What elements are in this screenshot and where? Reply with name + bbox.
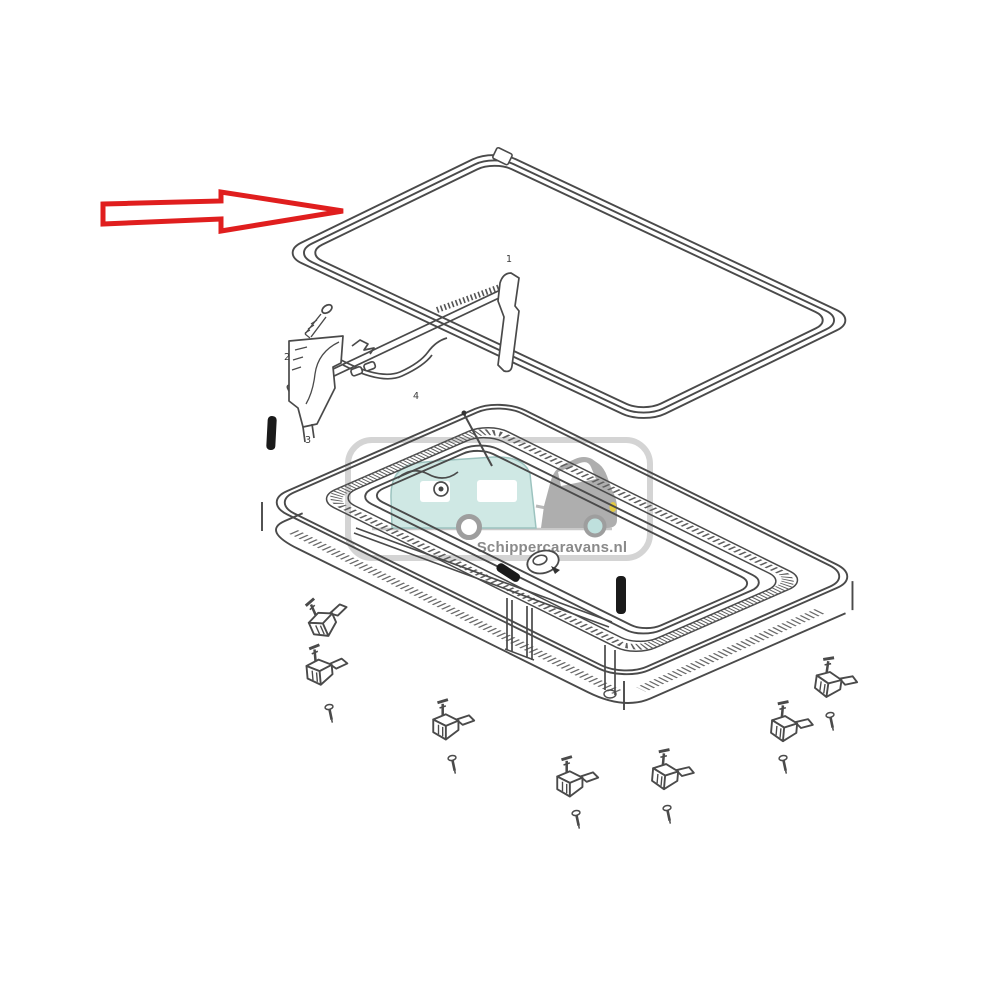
roller-left (350, 365, 364, 377)
hinge-pin-rod (463, 413, 493, 467)
bracket-left-curve (305, 341, 340, 405)
base-frame (231, 398, 893, 710)
small-clip-part (351, 339, 375, 355)
screw-part (304, 303, 333, 339)
corner-pin-right (616, 576, 626, 614)
frame-skirt-edge (262, 434, 846, 710)
caravan-wheel (456, 514, 482, 540)
corner-bracket-posts (604, 645, 616, 695)
car-logo (541, 457, 617, 538)
roller-knob-slot (551, 566, 560, 574)
corner-pin-left (266, 416, 277, 451)
part-label-2: 2 (284, 352, 290, 363)
crank-arm-bottom (342, 354, 433, 380)
lifter-bracket-right (497, 272, 520, 373)
mounting-clip-2 (431, 698, 476, 741)
frame-rim-inner (271, 402, 852, 676)
mounting-clip-4 (649, 746, 698, 794)
skirt-corner-connectors (231, 402, 884, 710)
watermark-text: Schippercaravans.nl (477, 539, 628, 556)
hinge-struts (506, 598, 533, 660)
frame-perspective (231, 398, 893, 710)
frame-serrated-channel (330, 429, 794, 650)
skirt-hatch-bottom (289, 530, 624, 696)
clip-screw-6 (824, 710, 839, 733)
bracket-left-legs (302, 423, 315, 443)
hinge-pin-head (461, 410, 467, 416)
corner-bracket-foot (603, 689, 617, 699)
seal-splice-joint (492, 146, 513, 166)
rail-coil-texture (435, 284, 502, 313)
clip-screw-2 (446, 753, 461, 776)
roller-right (363, 360, 377, 372)
screw-threads (304, 319, 318, 339)
frame-opening-inner (368, 447, 756, 632)
clip-screw-1 (323, 702, 338, 725)
pointer-arrow (100, 189, 344, 234)
clip-screw-4 (661, 803, 676, 826)
car-wheel (583, 514, 607, 538)
channel-flank-inner (338, 433, 787, 646)
seal-inner-line (305, 161, 833, 412)
caravan-body (390, 456, 537, 529)
part-label-4: 4 (413, 391, 419, 402)
mounting-clip-5 (768, 698, 817, 746)
hinge-bar (496, 563, 521, 582)
crank-arm-top (340, 337, 448, 376)
seal-ring (280, 149, 858, 424)
torsion-rod (353, 527, 613, 628)
clip-screw-5 (777, 753, 792, 776)
mounting-clip-flat (299, 586, 356, 643)
roller-knob (526, 549, 560, 575)
mounting-clip-3 (555, 755, 600, 798)
bracket-left-hatch (291, 346, 308, 371)
roller-knob-inner (532, 554, 548, 566)
clip-screw-3 (570, 808, 585, 831)
part-label-1: 1 (506, 254, 512, 265)
caravan-window-right (477, 480, 517, 502)
inner-arm (397, 469, 459, 479)
seal-mid-line (293, 155, 846, 418)
mounting-clip-6 (812, 654, 862, 703)
screw-head (321, 303, 333, 315)
inner-knob-center (438, 486, 444, 492)
mounting-clip-1 (303, 641, 351, 688)
roller-knob-outer (526, 549, 560, 575)
lifter-bracket-left (288, 335, 344, 428)
screw-shaft (304, 313, 327, 338)
lifter-assembly (286, 272, 520, 443)
seal-outer-line (280, 149, 858, 424)
hinge-strut-base (504, 648, 535, 661)
part-label-3: 3 (305, 435, 311, 446)
frame-rim-outer (262, 398, 862, 681)
